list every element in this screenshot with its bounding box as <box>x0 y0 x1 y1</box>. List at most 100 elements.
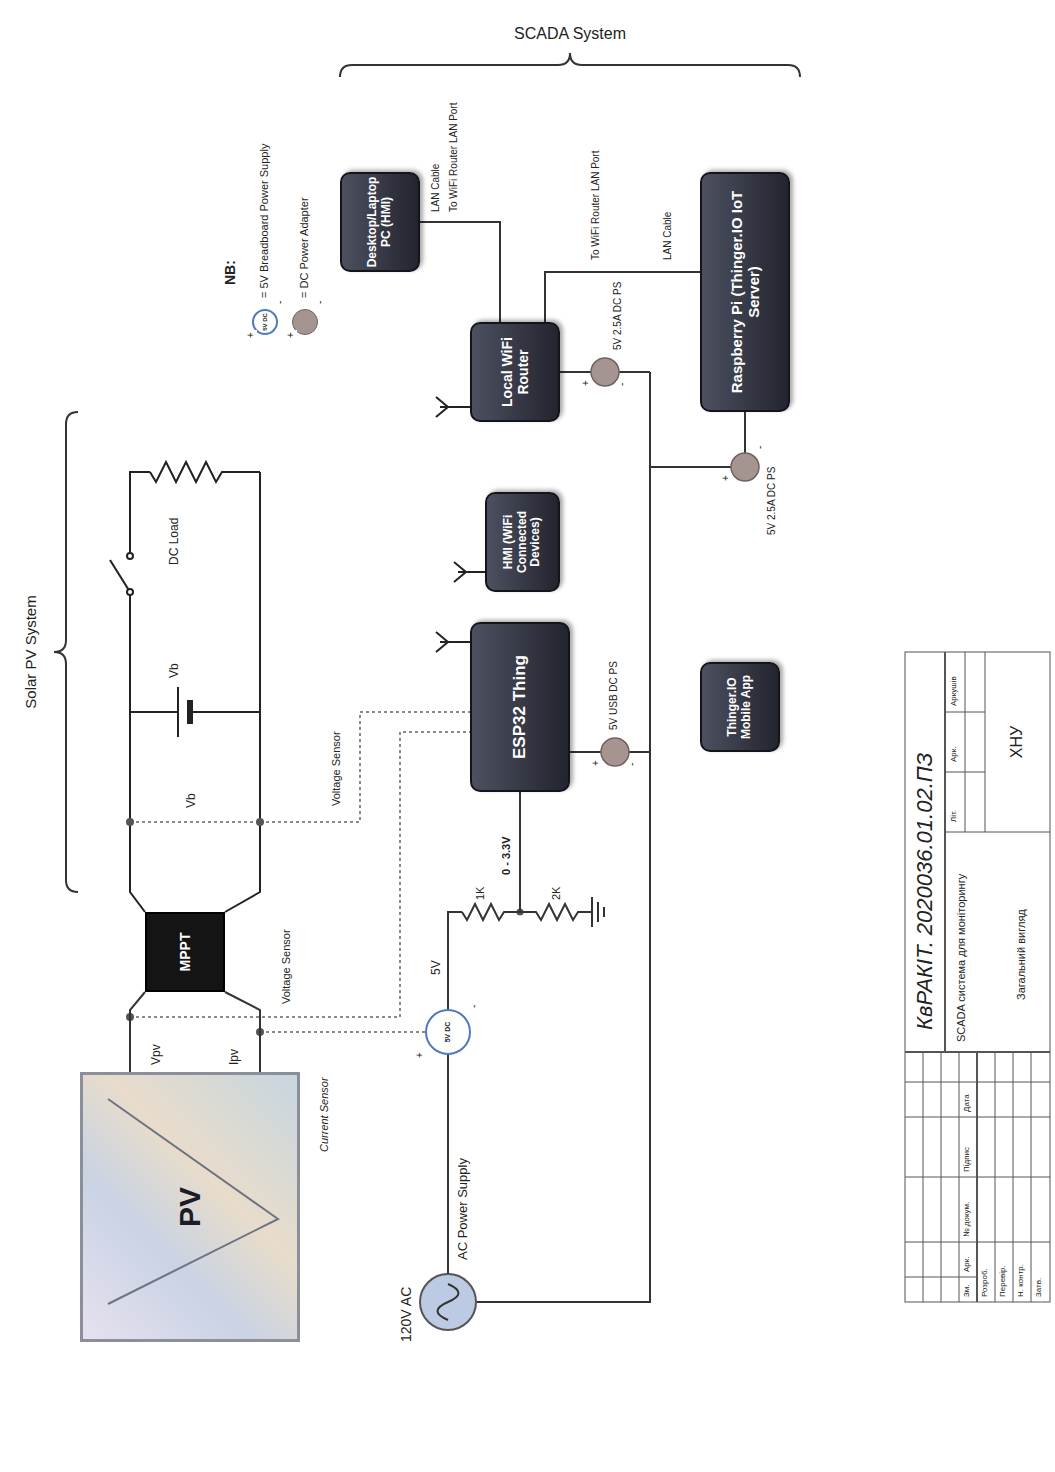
box-label: ESP32 Thing <box>510 655 530 759</box>
antenna-symbol <box>436 397 485 652</box>
group-brace <box>340 53 800 77</box>
dc-bus-wire <box>110 462 260 912</box>
title-block <box>905 1177 1050 1178</box>
legend-text: = 5V Breadboard Power Supply <box>258 142 271 300</box>
tap-dot <box>126 818 524 1036</box>
polarity-sign: + <box>580 378 592 388</box>
title-block <box>905 1082 1050 1083</box>
annotation-label: 1K <box>474 885 487 902</box>
antenna-symbol <box>436 632 448 652</box>
annotation-label: Ipv <box>228 1047 242 1067</box>
annotation-label: AC Power Supply <box>456 1156 471 1262</box>
dc-bus-wire <box>130 472 150 553</box>
sensor-signal-line <box>130 821 260 823</box>
annotation-label: Vpv <box>150 1042 164 1067</box>
annotation-label: To WiFi Router LAN Port <box>448 101 460 214</box>
title-block <box>905 1051 1050 1053</box>
annotation-label: Voltage Sensor <box>330 729 343 808</box>
annotation-label: Solar PV System <box>22 593 39 710</box>
title-block <box>945 712 985 713</box>
voltage-divider <box>520 904 592 920</box>
legend-text: = DC Power Adapter <box>298 195 311 300</box>
voltage-divider <box>603 907 605 917</box>
title-block-text: Затв. <box>1034 1276 1043 1299</box>
ac-power-wire <box>560 371 591 373</box>
polarity-sign: + <box>245 330 257 340</box>
ac-power-wire <box>448 372 745 1302</box>
title-block-text: № докум. <box>962 1200 971 1239</box>
power-adapter-symbol <box>591 358 759 766</box>
polarity-sign: - <box>754 444 766 451</box>
box-label: Raspberry Pi (Thinger.IO IoT Server) <box>728 180 763 404</box>
title-block-text: Зм. <box>962 1282 971 1299</box>
voltage-divider <box>448 912 462 1010</box>
voltage-divider <box>597 902 599 922</box>
polarity-sign: - <box>274 299 286 306</box>
title-block-text: Розроб. <box>980 1266 989 1299</box>
ac-source-symbol <box>420 1274 476 1330</box>
voltage-divider <box>591 897 593 927</box>
tap-dot <box>126 818 134 826</box>
group-brace <box>54 53 800 892</box>
sensor-signal-line <box>130 732 470 1017</box>
current-sensor-circle <box>426 1010 470 1054</box>
antenna-symbol <box>458 571 485 573</box>
current-sensor-circle <box>426 1010 470 1054</box>
annotation-label: To WiFi Router LAN Port <box>590 149 602 262</box>
voltage-divider <box>462 792 520 920</box>
controller-box: ESP32 Thing <box>470 622 570 792</box>
annotation-label: 120V AC <box>398 1285 414 1344</box>
title-block <box>905 1277 977 1278</box>
ac-power-wire <box>447 1054 449 1274</box>
annotation-label: NB: <box>222 258 238 287</box>
dc-bus-wire <box>225 472 260 912</box>
box-label: Local WiFi Router <box>499 330 531 414</box>
annotation-label: Vb <box>185 791 199 810</box>
edge-label: LAN Cable <box>662 210 674 262</box>
antenna-symbol <box>440 406 470 408</box>
title-block-text: ХНУ <box>1008 724 1026 760</box>
title-block-text: КвРАКІТ. 2020036.01.02.ПЗ <box>912 751 937 1032</box>
ac-power-wire <box>476 372 650 1302</box>
polarity-sign: + <box>285 330 297 340</box>
annotation-label: SCADA System <box>512 25 628 43</box>
polarity-sign: - <box>626 761 638 768</box>
ac-power-wire <box>619 371 650 373</box>
antenna-symbol <box>436 397 448 417</box>
tap-dot <box>256 818 264 826</box>
title-block-text: Перевір. <box>998 1263 1007 1299</box>
title-block-text: Літ. <box>949 808 958 824</box>
polarity-sign: - <box>468 1003 480 1010</box>
annotation-label: 5V DC <box>262 313 269 331</box>
title-block <box>945 772 985 773</box>
title-block <box>905 652 1050 1302</box>
mobile-app-box: Thinger.IO Mobile App <box>700 662 780 752</box>
ac-power-wire <box>570 751 601 753</box>
annotation-label: Current Sensor <box>318 1075 331 1154</box>
dc-bus-wire <box>127 589 133 595</box>
title-block-text: Аркушів <box>949 674 958 708</box>
power-wire <box>130 992 145 1072</box>
power-adapter-symbol <box>591 358 619 386</box>
title-block-text: Н. контр. <box>1016 1262 1025 1299</box>
annotation-label: 5V USB DC PS <box>608 659 620 732</box>
title-block <box>965 652 966 832</box>
mppt-box: MPPT <box>145 912 225 992</box>
title-block-text: Арк. <box>962 1254 971 1274</box>
title-block <box>985 652 986 832</box>
dc-bus-wire <box>110 560 130 592</box>
box-label: Desktop/Laptop PC (HMI) <box>366 177 394 268</box>
antenna-symbol <box>440 641 470 643</box>
hmi-device-box: HMI (WiFi Connected Devices) <box>485 492 560 592</box>
annotation-label: 0 - 3.3V <box>500 834 513 877</box>
ac-power-wire <box>650 466 731 468</box>
lan-cable <box>420 222 500 322</box>
dc-bus-wire <box>127 553 133 559</box>
ac-power-wire <box>744 412 746 453</box>
power-adapter-symbol <box>601 738 629 766</box>
annotation-label: 5V 2.5A DC PS <box>766 465 778 537</box>
polarity-sign: + <box>590 758 602 768</box>
box-label: Thinger.IO Mobile App <box>726 670 754 744</box>
sensor-signal-line <box>260 1031 426 1033</box>
